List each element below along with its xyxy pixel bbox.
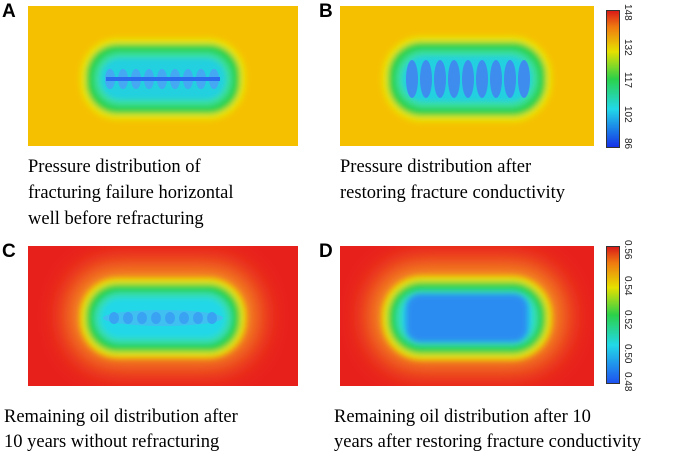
fracture-spots-b	[406, 60, 530, 98]
caption-d-line-1: Remaining oil distribution after 10	[334, 407, 591, 427]
caption-c-line-2: 10 years without refracturing	[4, 432, 220, 452]
panel-label-a: A	[2, 1, 16, 22]
pressure-colorbar	[606, 10, 620, 148]
caption-b-line-2: restoring fracture conductivity	[340, 183, 565, 203]
fracture-spots-a	[105, 69, 220, 89]
panel-label-b: B	[319, 1, 333, 22]
oil-tick-0-56: 0.56	[622, 240, 633, 260]
oil-tick-0-50: 0.50	[622, 344, 633, 364]
pressure-map-after-restoring	[340, 6, 594, 146]
pressure-tick-132: 132	[622, 39, 633, 56]
caption-d-line-2: years after restoring fracture conductiv…	[334, 432, 642, 452]
caption-b-line-1: Pressure distribution after	[340, 157, 532, 177]
oil-tick-0-52: 0.52	[622, 310, 633, 330]
caption-a-line-1: Pressure distribution of	[28, 157, 201, 177]
panel-label-d: D	[319, 241, 333, 262]
panel-label-c: C	[2, 241, 16, 262]
caption-a-line-3: well before refracturing	[28, 209, 204, 229]
pressure-tick-117: 117	[622, 72, 633, 88]
drained-zone-d	[406, 294, 528, 342]
caption-c-line-1: Remaining oil distribution after	[4, 407, 238, 427]
oil-map-after-restoring	[340, 246, 594, 386]
oil-tick-0-48: 0.48	[622, 372, 633, 392]
pressure-tick-148: 148	[622, 4, 633, 21]
pressure-tick-102: 102	[622, 106, 633, 123]
oil-map-without-refracturing	[28, 246, 298, 386]
caption-a-line-2: fracturing failure horizontal	[28, 183, 234, 203]
fracture-spots-c	[103, 310, 223, 326]
oil-tick-0-54: 0.54	[622, 276, 633, 296]
pressure-tick-86: 86	[622, 138, 633, 150]
oil-saturation-colorbar	[606, 246, 620, 384]
pressure-map-before-refracturing	[28, 6, 298, 146]
